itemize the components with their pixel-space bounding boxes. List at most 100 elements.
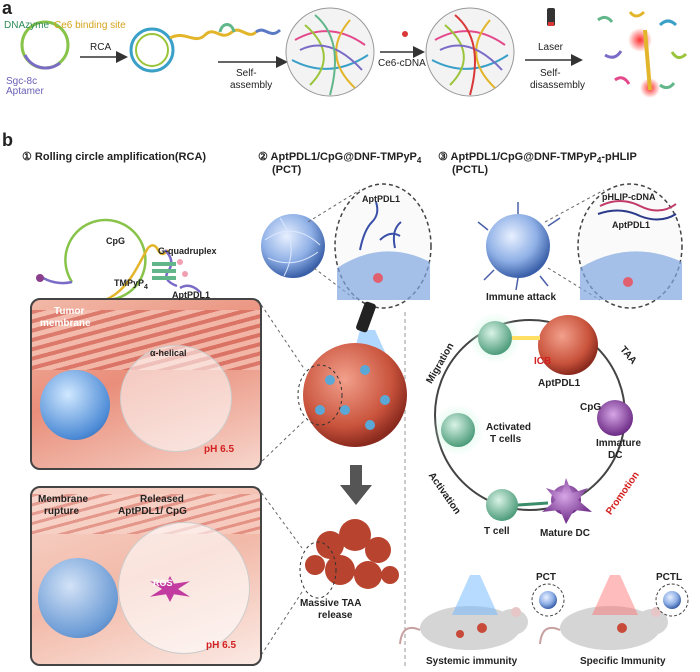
box1-label-tumor: Tumor: [54, 306, 85, 317]
box2-label-released: Released: [140, 494, 184, 505]
step-ce6-label: Ce6-cDNA: [378, 58, 426, 69]
mouse-pct: [399, 606, 528, 650]
section-2-header-line2: (PCT): [272, 164, 302, 176]
pctl-zoom-line-1: [544, 189, 605, 223]
cycle-immature-1: Immature: [596, 438, 642, 449]
panel-b-letter: b: [2, 130, 13, 150]
synapse-link: [517, 501, 549, 507]
step-disassembly-1: Self-: [540, 68, 561, 79]
dnf-sphere-2: [425, 7, 515, 97]
cycle-activated-1: Activated: [486, 422, 532, 433]
box2-label-rupture: rupture: [44, 506, 79, 517]
box2-label-ros: ROS: [153, 578, 173, 588]
cycle-activated-2: T cells: [490, 434, 522, 445]
rca-ssdna-strand: [169, 28, 258, 41]
pct-zoom-label: AptPDL1: [362, 194, 400, 204]
section-3-header-line2: (PCTL): [452, 164, 489, 176]
tumor-zoom-ellipse: [297, 364, 343, 426]
step-rca-label: RCA: [90, 42, 112, 53]
pctl-spikes: [477, 202, 561, 291]
mouse-pctl-inset-ball: [663, 591, 681, 609]
pct-nanoparticle-texture: [264, 217, 321, 277]
massive-release-line2: release: [318, 610, 353, 621]
rupture-stripes: [32, 494, 260, 534]
systemic-immunity-label: Systemic immunity: [426, 656, 518, 667]
cycle-immune-attack: Immune attack: [486, 292, 557, 303]
rca-sketch: [36, 218, 201, 302]
box2-label-agents: AptPDL1/ CpG: [118, 506, 187, 517]
mouse-pct-label: PCT: [536, 572, 556, 583]
panel-a-graphics: [20, 7, 688, 98]
cycle-icb: ICB: [534, 356, 552, 367]
release-zoom-ellipse: [299, 541, 337, 599]
ce6-icon: [402, 31, 408, 37]
box2-connector-2: [257, 591, 303, 661]
pctl-zoom-base: [580, 251, 682, 300]
step-self-assembly-1: Self-: [236, 68, 257, 79]
mature-dc: [542, 478, 592, 524]
dnf-sphere-1: [285, 7, 375, 97]
rca-product-ring-inner: [135, 33, 169, 67]
mouse-pctl-beam: [592, 575, 638, 615]
step-disassembly-2: disassembly: [530, 80, 586, 91]
box1-label-membrane: membrane: [40, 318, 91, 329]
pct-zoom-line-1: [307, 189, 361, 223]
rca-product-ring: [129, 27, 175, 73]
cycle-aptpdl1: AptPDL1: [538, 378, 581, 389]
box2-label-membrane: Membrane: [38, 494, 89, 505]
pct-zoom-strands: [359, 201, 402, 251]
tmpyp-dot-2: [182, 271, 188, 277]
membrane-rupture-box: [30, 486, 262, 666]
activated-t-cell: [441, 413, 475, 447]
pctl-zoom-red-dot: [623, 277, 633, 287]
mouse-pct-beam: [452, 575, 498, 615]
fragment-rod: [643, 29, 652, 91]
step-self-assembly-2: assembly: [230, 80, 273, 91]
cycle-immature-2: DC: [608, 450, 623, 461]
mouse-pctl: [539, 606, 668, 650]
dnf-sphere-1-texture: [291, 14, 369, 96]
dnf-sphere-2-texture: [431, 14, 509, 96]
box1-connector: [257, 299, 306, 371]
ring-label-sgc8c: Sgc-8c: [6, 76, 38, 87]
mouse-pctl-label: PCTL: [656, 572, 683, 583]
section-3-header-line1: ③ AptPDL1/CpG@DNF-TMPyP4-pHLIP: [438, 151, 637, 166]
rca-label-tmpyp: TMPyP4: [114, 278, 148, 291]
box2-connector: [257, 487, 303, 549]
t-cell-attack: [478, 321, 512, 355]
tumor-cell-attack: [538, 315, 598, 375]
massive-release-line1: Massive TAA: [300, 598, 362, 609]
pct-zoom-base: [337, 251, 430, 300]
section-1-header: ① Rolling circle amplification(RCA): [22, 151, 207, 163]
immature-dc: [597, 400, 633, 436]
ring-label-dnazyme: DNAzyme: [4, 20, 50, 31]
tumor-cluster: [303, 343, 407, 447]
helical-bubble: [120, 345, 232, 452]
ring-label-ce6: Ce6 binding site: [54, 20, 126, 31]
nanoparticle-in-box1: [40, 370, 110, 440]
pctl-nanoparticle: [486, 214, 550, 278]
g-quadruplex-icon: [152, 262, 176, 280]
ring-label-aptamer: Aptamer: [6, 86, 44, 97]
naive-t-cell: [486, 489, 518, 521]
pct-zoom-red-dot: [373, 273, 383, 283]
rca-loop-1: [218, 23, 236, 33]
flashlight-icon: [356, 301, 376, 333]
rca-ssdna-strand-2: [255, 28, 282, 36]
laser-pen-icon: [547, 8, 555, 26]
taa-release-cluster: [305, 519, 399, 589]
rca-label-gq: G-quadruplex: [158, 246, 217, 256]
phlip-strand-2: [597, 209, 677, 221]
specific-immunity-label: Specific Immunity: [580, 656, 666, 667]
release-bubble: [118, 522, 250, 654]
tmpyp-dot-1: [177, 259, 183, 265]
tumor-membrane-box: [30, 298, 262, 470]
tumor-cluster-nodules: [315, 365, 390, 430]
pctl-zoom-label-phlip: pHLIP-cDNA: [602, 192, 656, 202]
box2-label-ph: pH 6.5: [206, 640, 237, 651]
box1-connector-2: [257, 419, 306, 466]
laser-tip-icon: [548, 22, 554, 26]
cycle-t-cell: T cell: [484, 526, 510, 537]
box1-label-helical: α-helical: [150, 348, 187, 358]
